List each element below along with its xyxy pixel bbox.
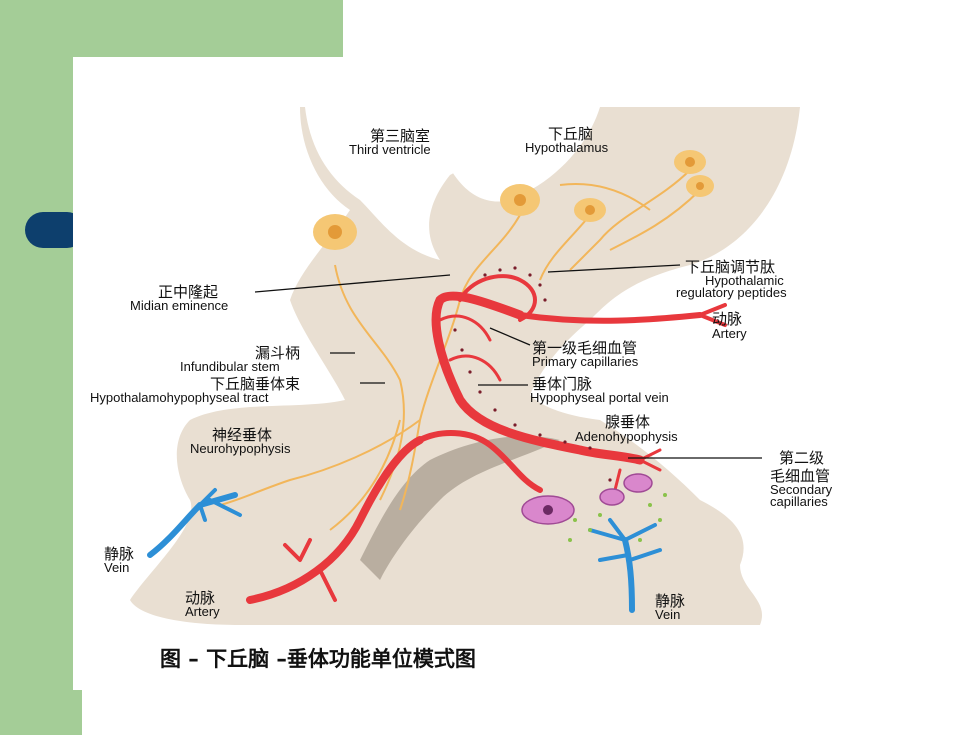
- infundibular-stem-label-zh: 漏斗柄: [255, 344, 300, 362]
- neuron-cell-bodies: [313, 150, 714, 250]
- neurohypophysis-label-zh: 神经垂体: [212, 426, 272, 444]
- leader-lines: [254, 264, 762, 459]
- hormone-dots: [568, 493, 667, 542]
- vein-left-label-en: Vein: [104, 560, 129, 575]
- hht-tract-label-zh: 下丘脑垂体束: [210, 375, 300, 393]
- left-green-band: [0, 0, 73, 735]
- adenohypophysis-label-zh: 腺垂体: [605, 413, 650, 431]
- top-green-band: [0, 0, 343, 57]
- median-eminence-label-en: Midian eminence: [130, 298, 228, 313]
- hht-tract-label-en: Hypothalamohypophyseal tract: [90, 390, 269, 405]
- secretory-cells: [521, 473, 653, 525]
- figure-caption: 图 – 下丘脑 –垂体功能单位模式图: [160, 647, 476, 671]
- vein-right-label-zh: 静脉: [655, 592, 685, 610]
- secondary-capillaries-label-en2: capillaries: [770, 494, 828, 509]
- third-ventricle-label-en: Third ventricle: [349, 142, 431, 157]
- neurohypophysis-label-en: Neurohypophysis: [190, 441, 291, 456]
- artery-upper-label-zh: 动脉: [712, 310, 742, 328]
- secondary-capillaries-label-zh2: 毛细血管: [770, 467, 830, 485]
- median-eminence-label-zh: 正中隆起: [158, 283, 218, 301]
- artery-network: [246, 274, 727, 604]
- third-ventricle-label-zh: 第三脑室: [370, 127, 430, 145]
- artery-lower-label-en: Artery: [185, 604, 220, 619]
- artery-lower-label-zh: 动脉: [185, 589, 215, 607]
- secondary-capillaries-label-en1: Secondary: [770, 482, 833, 497]
- regulatory-peptides-label-zh: 下丘脑调节肽: [685, 258, 775, 276]
- neurons: [219, 169, 701, 531]
- vein-network: [147, 488, 662, 613]
- secondary-capillaries-label-zh1: 第二级: [779, 449, 824, 467]
- vein-right-label-en: Vein: [655, 607, 680, 622]
- vein-left-label-zh: 静脉: [104, 545, 134, 563]
- primary-capillaries-label-en: Primary capillaries: [532, 354, 639, 369]
- primary-capillaries-label-zh: 第一级毛细血管: [532, 339, 637, 357]
- portal-vein-label-en: Hypophyseal portal vein: [530, 390, 669, 405]
- third-ventricle-cavity: [305, 107, 508, 260]
- bottom-green-band: [0, 690, 82, 735]
- adenohypophysis-label-en: Adenohypophysis: [575, 429, 678, 444]
- portal-vein-label-zh: 垂体门脉: [532, 375, 592, 393]
- regulatory-peptides-label-en1: Hypothalamic: [705, 273, 784, 288]
- hypothalamus-label-en: Hypothalamus: [525, 140, 609, 155]
- regulatory-peptides-label-en2: regulatory peptides: [676, 285, 787, 300]
- hypothalamus-label-zh: 下丘脑: [548, 125, 593, 143]
- infundibular-stem-label-en: Infundibular stem: [180, 359, 280, 374]
- artery-upper-label-en: Artery: [712, 326, 747, 341]
- brain-tissue: [123, 107, 800, 625]
